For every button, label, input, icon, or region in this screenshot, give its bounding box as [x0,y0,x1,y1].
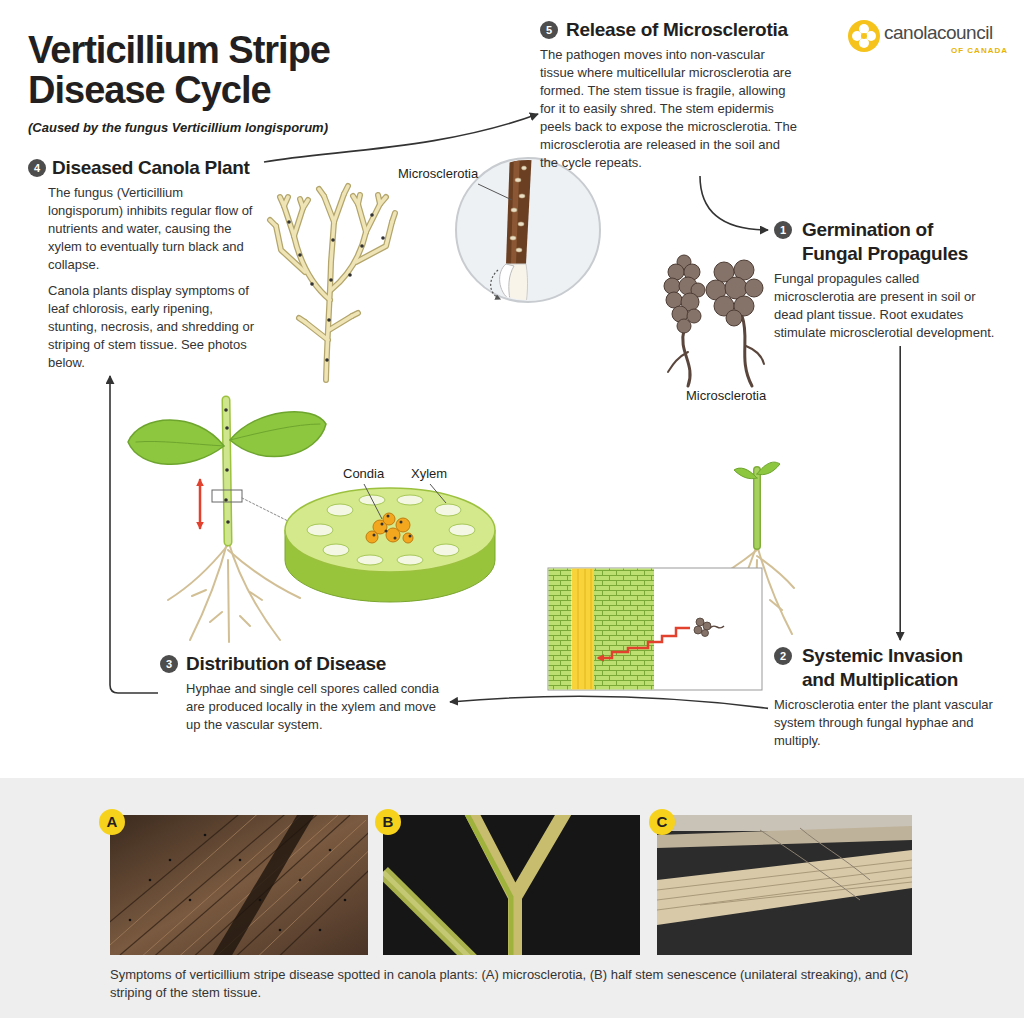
step-block: Release of MicrosclerotiaThe pathogen mo… [538,14,804,176]
stem-cross-section [285,484,495,602]
diagram-title: Verticillium Stripe Disease Cycle [28,30,373,110]
logo-tagline: OF CANADA [884,46,1008,56]
step-number: 3 [166,658,172,670]
step-number-badge: 3 [160,655,178,673]
photo-letter: B [383,813,394,830]
step-description: Microsclerotia enter the plant vascular … [774,696,998,750]
step-number: 5 [546,24,552,36]
photo-letter-badge: A [99,809,125,835]
figure-caption: Symptoms of verticillium stripe disease … [110,966,915,1002]
diseased-plant [270,186,395,380]
step-heading: Distribution of Disease [186,652,446,676]
step-number-badge: 4 [28,159,46,177]
step-block: Germination of Fungal PropagulesFungal p… [768,214,1004,346]
cycle-arrow [700,176,768,230]
cycle-arrow [110,376,158,693]
photo-panel [0,778,1024,1018]
logo-icon [848,20,880,52]
step-number: 2 [780,650,786,662]
part-label: Microsclerotia [686,388,766,404]
step-description: The fungus (Verticillium longisporum) in… [48,184,258,274]
step-heading: Germination of Fungal Propagules [802,218,992,266]
photo-a [110,815,368,955]
photo-b [383,815,640,955]
logo-wordmark: canolacouncil [884,22,993,44]
step-number: 1 [780,224,786,236]
cycle-arrow [450,696,768,708]
step-block: Distribution of DiseaseHyphae and single… [158,648,450,738]
step-number-badge: 2 [774,647,792,665]
part-label: Condia [343,466,384,482]
step-description: The pathogen moves into non-vascular tis… [540,46,798,172]
subtitle: (Caused by the fungus Verticillium longi… [28,120,328,136]
microsclerotia-drawing [664,255,764,386]
step-number-badge: 1 [774,221,792,239]
step-block: Systemic Invasion and MultiplicationMicr… [768,640,1004,754]
photo-c [657,815,912,955]
photo-letter-badge: B [375,809,401,835]
root-tissue-zoom [548,568,762,690]
step-heading: Systemic Invasion and Multiplication [802,644,992,692]
photo-letter-badge: C [649,809,675,835]
photo-letter: C [657,813,668,830]
part-label: Xylem [411,466,447,482]
step-description: Canola plants display symptoms of leaf c… [48,282,258,372]
step-heading: Diseased Canola Plant [52,156,264,180]
photo-letter: A [107,813,118,830]
step-block: Diseased Canola PlantThe fungus (Vertici… [26,152,264,376]
step-number-badge: 5 [540,21,558,39]
step-description: Hyphae and single cell spores called con… [186,680,444,734]
cycle-arrow [899,346,901,640]
step-number: 4 [34,162,40,174]
step-heading: Release of Microsclerotia [566,18,802,42]
part-label: Microsclerotia [398,166,478,182]
step-description: Fungal propagules called microsclerotia … [774,270,998,342]
